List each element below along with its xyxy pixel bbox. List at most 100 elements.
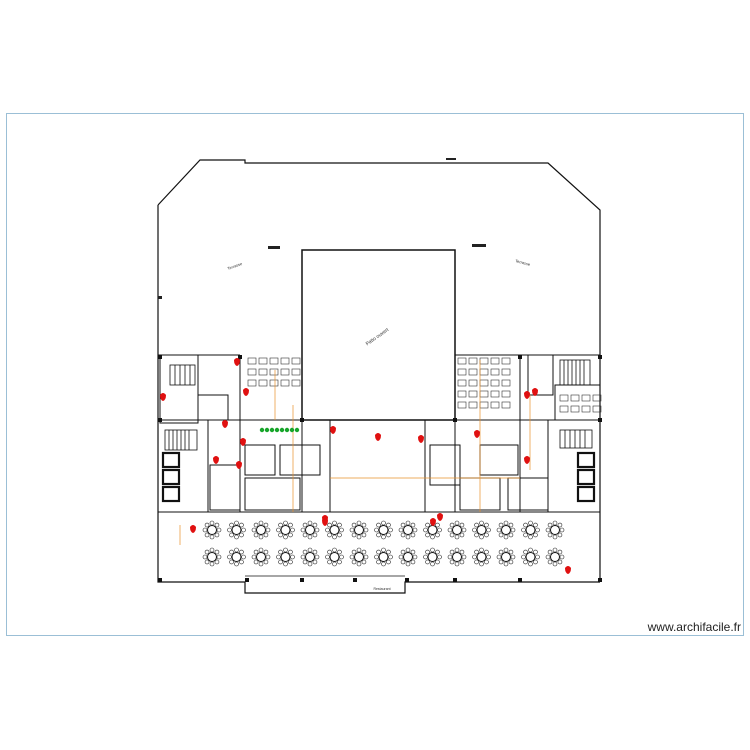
column: [238, 355, 242, 359]
desk: [269, 357, 279, 365]
desk: [479, 390, 489, 398]
desk: [468, 357, 478, 365]
desk: [490, 401, 500, 409]
fire-extinguisher: [190, 525, 196, 533]
structural-columns: [158, 355, 602, 582]
fire-extinguisher: [437, 513, 443, 521]
wall-marker: [268, 246, 280, 249]
round-table-icon: [349, 520, 369, 540]
desk: [490, 357, 500, 365]
desk: [258, 379, 268, 387]
column: [518, 355, 522, 359]
fire-extinguisher: [524, 456, 530, 464]
round-table-icon: [227, 520, 246, 540]
wall-marker: [472, 244, 486, 247]
fire-extinguisher: [243, 388, 249, 396]
round-table-icon: [398, 547, 418, 567]
desk: [581, 394, 591, 402]
round-table-icon: [300, 520, 320, 540]
round-table-icon: [300, 547, 320, 567]
terrace-right-label: Terrasse: [515, 258, 532, 267]
desk: [570, 394, 580, 402]
round-table-icon: [349, 547, 369, 567]
round-table-icon: [545, 520, 565, 540]
plant-icon: [259, 427, 300, 433]
column: [300, 578, 304, 582]
patio: Patio ouvert: [301, 249, 456, 421]
round-table-icon: [276, 520, 295, 540]
watermark: www.archifacile.fr: [647, 620, 741, 634]
wall-marker: [158, 296, 162, 299]
desk: [468, 401, 478, 409]
column: [453, 578, 457, 582]
fire-extinguisher: [234, 358, 240, 366]
fire-extinguisher-icon: [160, 358, 571, 574]
desk: [468, 368, 478, 376]
interior-walls: [158, 354, 601, 513]
desk: [258, 357, 268, 365]
desk: [479, 379, 489, 387]
column: [405, 578, 409, 582]
round-table-icon: [447, 520, 467, 540]
desk: [269, 379, 279, 387]
fire-extinguisher: [430, 518, 436, 526]
desk: [468, 390, 478, 398]
fire-extinguisher: [565, 566, 571, 574]
desk: [258, 368, 268, 376]
desk: [592, 394, 602, 402]
staircase-icon: [164, 359, 593, 451]
round-table-icon: [325, 547, 344, 567]
fire-extinguisher: [240, 438, 246, 446]
column: [158, 418, 162, 422]
round-table-icon: [202, 547, 222, 567]
terrace-left-label: Terrasse: [227, 261, 244, 271]
desk: [291, 357, 301, 365]
circulation-path: [179, 360, 531, 545]
desk: [501, 379, 511, 387]
column: [353, 578, 357, 582]
round-table-icon: [545, 547, 565, 567]
round-table-icon: [398, 520, 418, 540]
round-table-icon: [496, 547, 516, 567]
round-table-icon: [374, 520, 393, 540]
desk: [581, 405, 591, 413]
column: [598, 355, 602, 359]
desk: [479, 368, 489, 376]
desk: [479, 357, 489, 365]
fire-extinguisher: [524, 391, 530, 399]
fire-extinguisher: [322, 518, 328, 526]
desk: [479, 401, 489, 409]
column: [158, 355, 162, 359]
wall-marker: [446, 158, 456, 160]
round-table-icon: [521, 547, 540, 567]
column: [598, 578, 602, 582]
fire-extinguisher: [213, 456, 219, 464]
desk: [280, 379, 290, 387]
fire-extinguisher: [236, 461, 242, 469]
fire-extinguisher: [330, 426, 336, 434]
round-table-icon: [227, 547, 246, 567]
desk: [457, 357, 467, 365]
desk: [490, 379, 500, 387]
desk: [468, 379, 478, 387]
round-table-icon: [521, 520, 540, 540]
desk: [490, 368, 500, 376]
desk: [592, 405, 602, 413]
column: [518, 578, 522, 582]
desk: [501, 390, 511, 398]
restaurant-label: Restaurant: [373, 587, 390, 591]
desk: [559, 394, 569, 402]
desk: [501, 357, 511, 365]
round-table-icon: [251, 547, 271, 567]
desk: [457, 368, 467, 376]
fire-extinguisher: [474, 430, 480, 438]
column: [158, 578, 162, 582]
fire-extinguisher: [418, 435, 424, 443]
round-table-icon: [202, 520, 222, 540]
fire-extinguisher: [160, 393, 166, 401]
desk: [280, 357, 290, 365]
desk: [247, 357, 257, 365]
desk: [291, 379, 301, 387]
desk: [501, 368, 511, 376]
